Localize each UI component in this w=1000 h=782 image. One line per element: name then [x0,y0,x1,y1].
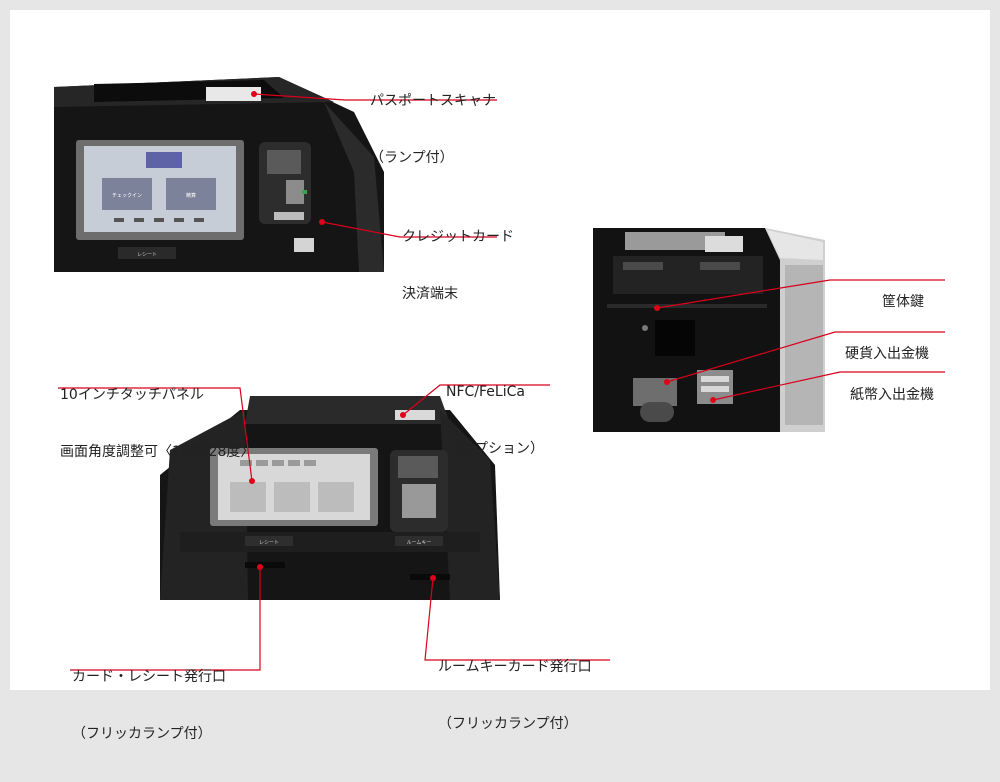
photo-kiosk-top: チェックイン 精算 レシート [54,62,384,272]
room-key-slot-label: ルームキー [407,540,432,546]
checkin-button [102,178,152,210]
callout-bill-machine: 紙幣入出金機 [850,348,934,443]
callout-line: 硬貨入出金機 [845,346,929,362]
marker-credit-card-terminal [319,219,325,225]
callout-credit-card-terminal: クレジットカード 決済端末 [402,190,514,342]
marker-cabinet-key [654,305,660,311]
callout-line: ルームキーカード発行口 [438,659,592,675]
checkout-button-label: 精算 [186,192,196,199]
receipt-slot-label-front: レシート [259,540,279,546]
marker-room-key-outlet [430,575,436,581]
callout-cabinet-key: 筐体鍵 [882,255,924,350]
callout-line: カード・レシート発行口 [72,669,226,685]
marker-nfc [400,412,406,418]
callout-card-receipt-outlet: カード・レシート発行口 （フリッカランプ付） [72,630,226,782]
callout-line: 紙幣入出金機 [850,387,934,403]
scanner-lamp [206,87,261,101]
callout-nfc-felica: NFC/FeLiCa （オプション） [446,345,544,497]
marker-bill-machine [710,397,716,403]
callout-room-key-outlet: ルームキーカード発行口 （フリッカランプ付） [438,620,592,772]
marker-card-receipt-outlet [257,564,263,570]
callout-line: 10インチタッチパネル [60,387,204,403]
callout-line: （ランプ付） [370,150,454,166]
diagram-page: チェックイン 精算 レシート [10,10,990,742]
receipt-slot-label-top: レシート [137,252,157,258]
callout-line: 決済端末 [402,286,458,302]
callout-coin-machine: 硬貨入出金機 [845,307,929,402]
callout-line: NFC/FeLiCa [446,384,525,400]
callout-line: （フリッカランプ付） [72,726,212,742]
callout-passport-scanner: パスポートスキャナ （ランプ付） [370,54,496,206]
callout-line: 筐体鍵 [882,294,924,310]
checkout-button [166,178,216,210]
callout-line: （フリッカランプ付） [438,716,578,732]
checkin-button-label: チェックイン [112,193,142,199]
callout-line: 画面角度調整可〈18度/28度〉 [60,444,255,460]
callout-line: パスポートスキャナ [370,93,496,109]
marker-coin-machine [664,379,670,385]
callout-touch-panel: 10インチタッチパネル 画面角度調整可〈18度/28度〉 [60,348,254,500]
coin-tray [633,378,677,406]
callout-line: クレジットカード [402,229,514,245]
photo-kiosk-side [585,220,830,432]
callout-line: （オプション） [446,441,544,457]
marker-passport-scanner [251,91,257,97]
